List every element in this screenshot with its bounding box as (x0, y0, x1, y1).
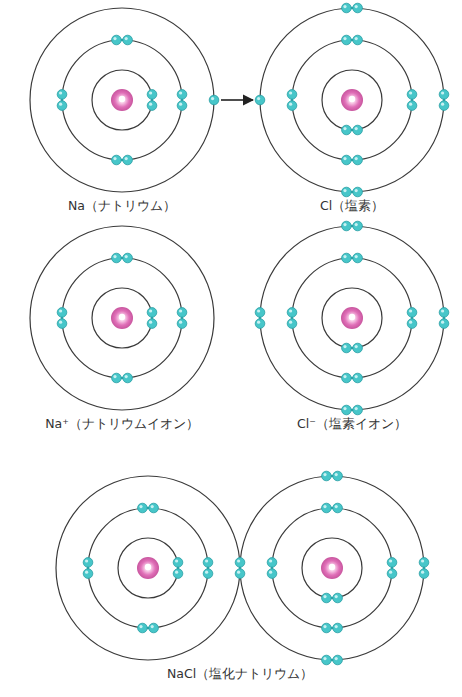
atom: Na（ナトリウム） (30, 8, 214, 192)
atom-label: Cl（塩素） (320, 198, 384, 214)
atom: Na⁺（ナトリウムイオン） (30, 226, 214, 410)
electron-transfer-arrow (221, 99, 253, 101)
atom: NaCl（塩化ナトリウム） (56, 476, 424, 660)
nuclei (111, 89, 363, 579)
atom-label: Cl⁻（塩素イオン） (297, 416, 407, 432)
atom: Cl（塩素） (260, 8, 444, 192)
electron-shells (30, 8, 444, 660)
atom: Cl⁻（塩素イオン） (260, 226, 444, 410)
atom-label: Na⁺（ナトリウムイオン） (45, 416, 199, 432)
atom-label: NaCl（塩化ナトリウム） (167, 666, 313, 682)
electrons (57, 3, 449, 665)
atom-label: Na（ナトリウム） (68, 198, 176, 214)
